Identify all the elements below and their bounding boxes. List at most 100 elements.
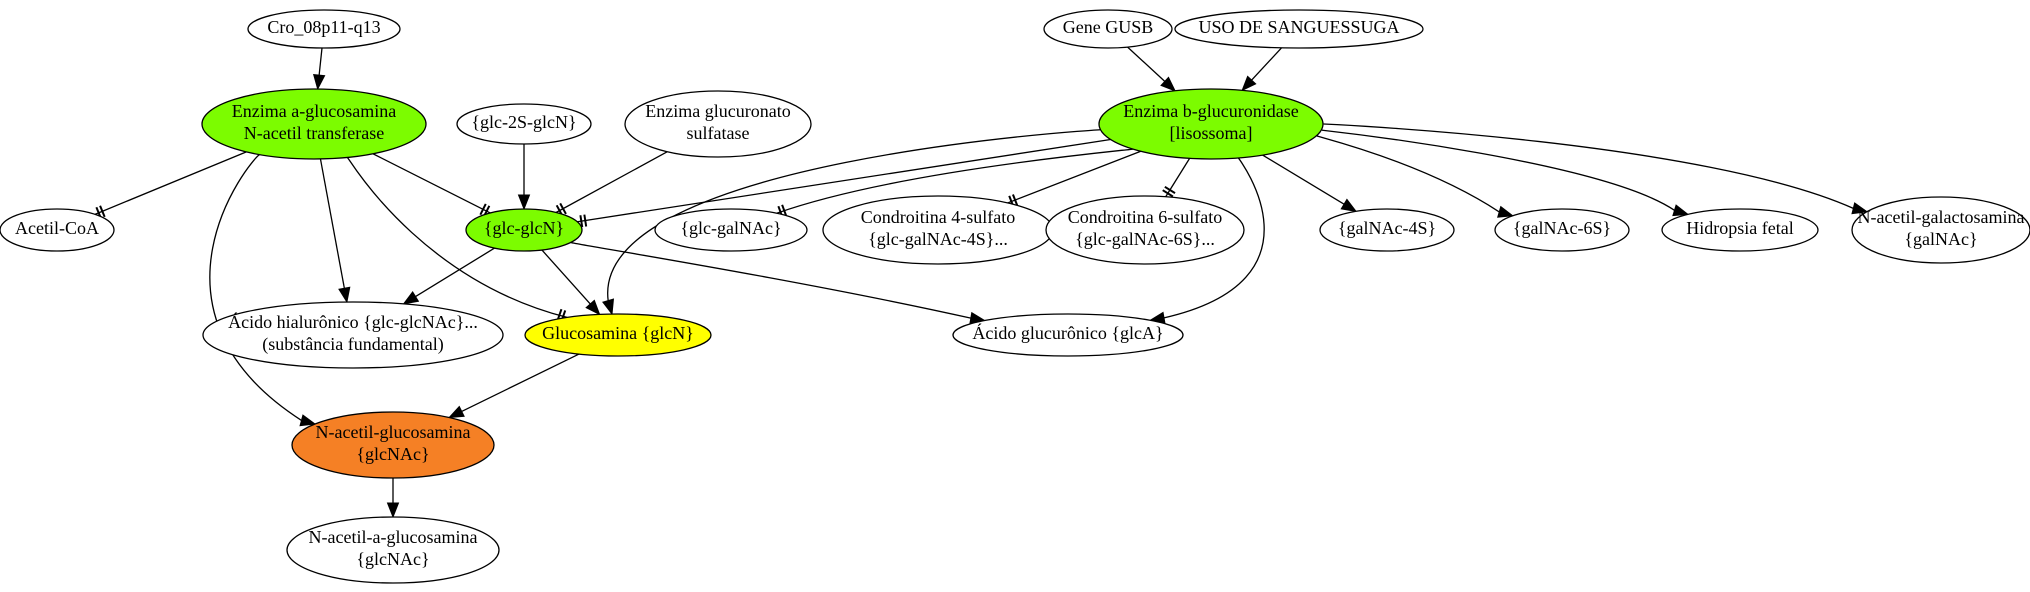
edge-line — [415, 247, 495, 298]
node-label: {glc-glcN} — [484, 218, 564, 238]
edge-line — [318, 47, 323, 76]
node-label: {galNAc} — [1904, 229, 1977, 249]
node-label: Condroitina 6-sulfato — [1068, 207, 1222, 227]
edge-enzima_b-to-glcglcn — [577, 138, 1111, 228]
node-ellipse — [1045, 195, 1245, 265]
arrowhead — [1672, 204, 1690, 217]
node-label: {glc-2S-glcN} — [471, 112, 576, 132]
edge-nacetil_glucos-to-nacetil_a_glucos — [386, 478, 400, 519]
node-acetil-coa: Acetil-CoA — [0, 208, 115, 252]
edge-line — [555, 151, 668, 214]
arrowhead — [313, 73, 326, 91]
node-galnac4s: {galNAc-4S} — [1319, 208, 1455, 252]
node-label: N-acetil-galactosamina — [1858, 207, 2025, 227]
node-ellipse — [524, 313, 712, 357]
node-ellipse — [1661, 208, 1819, 252]
node-label: Glucosamina {glcN} — [542, 323, 694, 343]
edge-line — [372, 153, 491, 214]
node-ellipse — [1043, 9, 1173, 49]
node-nacetil-a-glucos: N-acetil-a-glucosamina{glcNAc} — [286, 516, 500, 584]
node-enzima-b: Enzima b-glucuronidase[lisossoma] — [1098, 88, 1324, 160]
node-ellipse — [247, 9, 401, 49]
edge-line — [607, 129, 1101, 301]
edge-cro-to-enzima_a — [313, 47, 326, 91]
node-ellipse — [456, 103, 592, 145]
node-ellipse — [1098, 88, 1324, 160]
node-ellipse — [291, 411, 495, 479]
node-glc2s: {glc-2S-glcN} — [456, 103, 592, 145]
arrowhead — [447, 405, 465, 419]
arrowhead — [602, 298, 615, 316]
edge-glc2s-to-glcglcn — [517, 144, 531, 211]
edge-line — [1163, 157, 1265, 319]
edge-line — [1165, 158, 1191, 198]
edge-glucosamina-to-nacetil_glucos — [447, 353, 580, 419]
node-label: Hidropsia fetal — [1686, 218, 1793, 238]
node-label: Enzima a-glucosamina — [232, 101, 396, 121]
edge-line — [1262, 154, 1345, 205]
edge-line — [319, 158, 346, 289]
edge-line — [209, 154, 302, 421]
node-nacetil-galacto: N-acetil-galactosamina{galNAc} — [1851, 196, 2030, 264]
inhibition-tee — [559, 202, 567, 215]
node-label: {galNAc-4S} — [1338, 218, 1436, 238]
edge-line — [1007, 150, 1142, 204]
node-ellipse — [952, 313, 1184, 357]
arrowhead — [1340, 198, 1358, 213]
arrowhead — [1160, 76, 1177, 92]
edge-line — [541, 249, 591, 305]
edge-enzima_b-to-condro6 — [1162, 158, 1191, 198]
edge-line — [1251, 47, 1283, 81]
node-label: Acetil-CoA — [15, 218, 99, 238]
edge-line — [461, 353, 580, 412]
node-label: {galNAc-6S} — [1513, 218, 1611, 238]
node-label: {glc-galNAc} — [680, 218, 781, 238]
node-label: {glc-galNAc-6S}... — [1075, 229, 1215, 249]
inhibition-tee — [479, 203, 487, 216]
node-label: Cro_08p11-q13 — [267, 17, 380, 37]
edge-enzima_b-to-glucosamina — [602, 129, 1101, 316]
edge-line — [346, 156, 568, 319]
edge-line — [570, 241, 971, 319]
edge-line — [577, 138, 1111, 223]
node-glucosamina: Glucosamina {glcN} — [524, 313, 712, 357]
edge-glcglcn-to-hialuronico — [402, 247, 495, 305]
edge-line — [1320, 129, 1675, 211]
edge-line — [776, 148, 1134, 214]
edge-enzima_b-to-hidropsia — [1320, 129, 1690, 217]
node-label: Ácido glucurônico {glcA} — [972, 322, 1163, 343]
node-uso: USO DE SANGUESSUGA — [1174, 9, 1424, 49]
edge-enzima_a-to-glcglcn — [372, 153, 491, 217]
node-label: [lisossoma] — [1170, 123, 1253, 143]
edge-enzima_a-to-acetil_coa — [94, 151, 247, 219]
node-glcgalnac: {glc-galNAc} — [654, 208, 808, 252]
node-label: Enzima glucuronato — [645, 101, 790, 121]
node-label: {glc-galNAc-4S}... — [868, 229, 1008, 249]
node-label: {glcNAc} — [356, 444, 429, 464]
inhibition-tee — [781, 204, 788, 217]
node-ellipse — [1851, 196, 2030, 264]
edge-glcglcn-to-glucosamina — [541, 249, 601, 316]
node-label: Enzima b-glucuronidase — [1123, 101, 1298, 121]
node-label: N-acetil transferase — [244, 123, 384, 143]
node-label: Condroitina 4-sulfato — [861, 207, 1015, 227]
node-label: N-acetil-glucosamina — [316, 422, 471, 442]
inhibition-tee — [579, 215, 584, 228]
edge-uso-to-enzima_b — [1241, 47, 1283, 92]
arrowhead — [1241, 75, 1257, 92]
inhibition-tee — [1164, 185, 1176, 194]
node-hidropsia: Hidropsia fetal — [1661, 208, 1819, 252]
arrowhead — [1851, 202, 1869, 215]
node-hialuronico: Ácido hialurônico {glc-glcNAc}...(substâ… — [202, 301, 504, 369]
edge-enzima_b-to-nacetil_galacto — [1322, 123, 1869, 215]
node-label: USO DE SANGUESSUGA — [1198, 17, 1399, 37]
edge-line — [1127, 46, 1166, 82]
node-ellipse — [1174, 9, 1424, 49]
node-nacetil-glucos: N-acetil-glucosamina{glcNAc} — [291, 411, 495, 479]
node-ellipse — [1494, 208, 1630, 252]
node-ellipse — [286, 516, 500, 584]
inhibition-tee — [1012, 194, 1019, 207]
